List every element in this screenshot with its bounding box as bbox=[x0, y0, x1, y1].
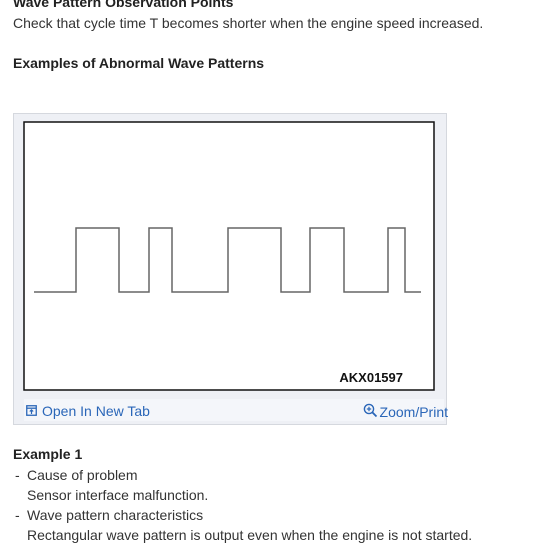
figure-container: AKX01597 Open In New Tab bbox=[13, 113, 448, 425]
open-in-new-tab-label: Open In New Tab bbox=[42, 403, 150, 419]
list-item-detail: Rectangular wave pattern is output even … bbox=[27, 527, 473, 543]
list-item: -Cause of problem Sensor interface malfu… bbox=[15, 467, 209, 503]
section-body-text: Check that cycle time T becomes shorter … bbox=[13, 15, 484, 31]
magnifier-plus-icon bbox=[363, 403, 378, 421]
diagram-border bbox=[23, 121, 435, 391]
list-item: -Wave pattern characteristics Rectangula… bbox=[15, 507, 473, 543]
figure-code-label: AKX01597 bbox=[339, 370, 403, 385]
abnormal-patterns-title: Examples of Abnormal Wave Patterns bbox=[13, 55, 265, 71]
example-title: Example 1 bbox=[13, 446, 83, 462]
zoom-print-link[interactable]: Zoom/Print bbox=[363, 403, 448, 421]
figure-toolbar: Open In New Tab Zoom/Print bbox=[24, 399, 448, 421]
list-item-label: Cause of problem bbox=[27, 467, 138, 483]
list-item-label: Wave pattern characteristics bbox=[27, 507, 204, 523]
wave-pattern-diagram: AKX01597 bbox=[23, 121, 435, 391]
section-title: Wave Pattern Observation Points bbox=[13, 0, 234, 10]
list-item-detail: Sensor interface malfunction. bbox=[27, 487, 209, 503]
zoom-print-label: Zoom/Print bbox=[379, 404, 448, 420]
open-in-new-tab-link[interactable]: Open In New Tab bbox=[26, 403, 150, 419]
open-new-tab-icon bbox=[26, 403, 37, 419]
abnormal-wave-line bbox=[34, 227, 421, 293]
